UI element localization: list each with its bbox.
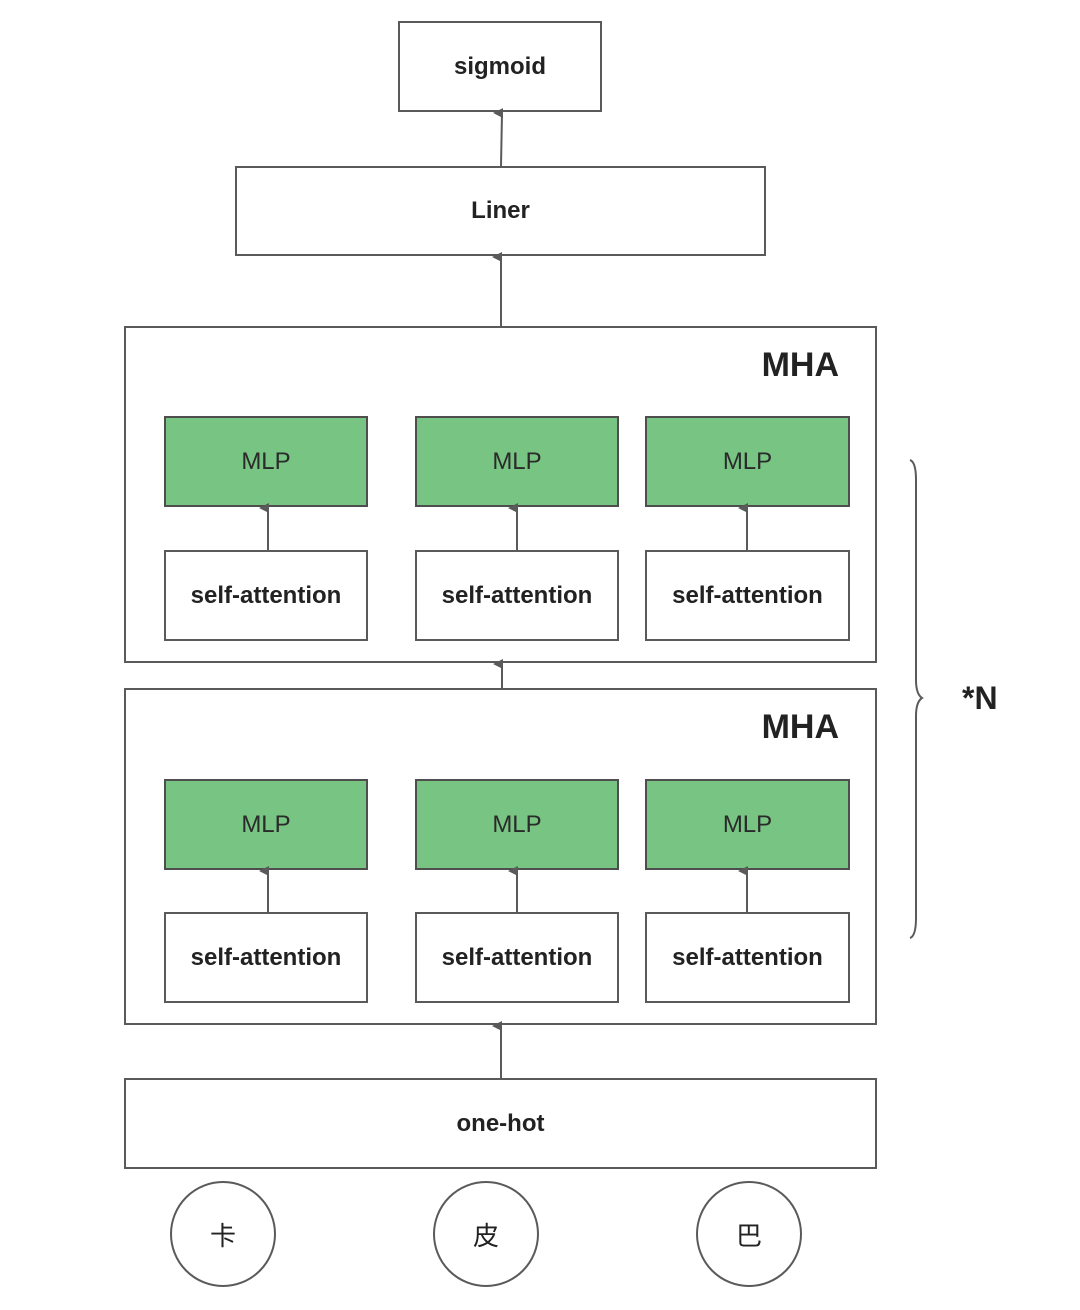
mha-title: MHA	[761, 346, 839, 384]
self-attention-node: self-attention	[645, 912, 850, 1003]
self-attention-label: self-attention	[441, 581, 593, 609]
mlp-label: MLP	[722, 810, 773, 838]
self-attention-label: self-attention	[441, 943, 593, 971]
mha-title: MHA	[761, 708, 839, 746]
input-token-circle: 皮	[433, 1181, 539, 1287]
self-attention-label: self-attention	[672, 943, 823, 971]
liner-label: Liner	[471, 197, 530, 224]
self-attention-node: self-attention	[164, 912, 368, 1003]
self-attention-node: self-attention	[415, 912, 619, 1003]
mlp-label: MLP	[492, 810, 542, 838]
self-attention-node: self-attention	[645, 550, 850, 641]
mlp-label: MLP	[241, 447, 291, 475]
input-token-label: 巴	[735, 1221, 762, 1252]
one-hot-node: one-hot	[124, 1078, 877, 1169]
input-token-label: 卡	[209, 1221, 236, 1252]
input-token-circle: 卡	[170, 1181, 276, 1287]
mlp-node: MLP	[415, 779, 619, 870]
one-hot-label: one-hot	[456, 1109, 545, 1137]
input-token-label: 皮	[472, 1221, 499, 1252]
repeat-brace	[909, 459, 924, 939]
self-attention-node: self-attention	[415, 550, 619, 641]
repeat-count-label: *N	[962, 680, 998, 716]
arrow-liner-to-sigmoid	[493, 108, 504, 167]
sigmoid-label: sigmoid	[453, 52, 546, 80]
self-attention-label: self-attention	[190, 943, 342, 971]
sigmoid-node: sigmoid	[398, 21, 602, 112]
input-token-circle: 巴	[696, 1181, 802, 1287]
liner-node: Liner	[235, 166, 766, 256]
mlp-node: MLP	[164, 779, 368, 870]
mlp-node: MLP	[645, 416, 850, 507]
mlp-label: MLP	[492, 447, 542, 475]
mlp-label: MLP	[722, 447, 773, 475]
self-attention-node: self-attention	[164, 550, 368, 641]
self-attention-label: self-attention	[190, 581, 342, 609]
self-attention-label: self-attention	[672, 581, 823, 609]
mlp-node: MLP	[164, 416, 368, 507]
mlp-node: MLP	[415, 416, 619, 507]
mlp-node: MLP	[645, 779, 850, 870]
mlp-label: MLP	[241, 810, 291, 838]
